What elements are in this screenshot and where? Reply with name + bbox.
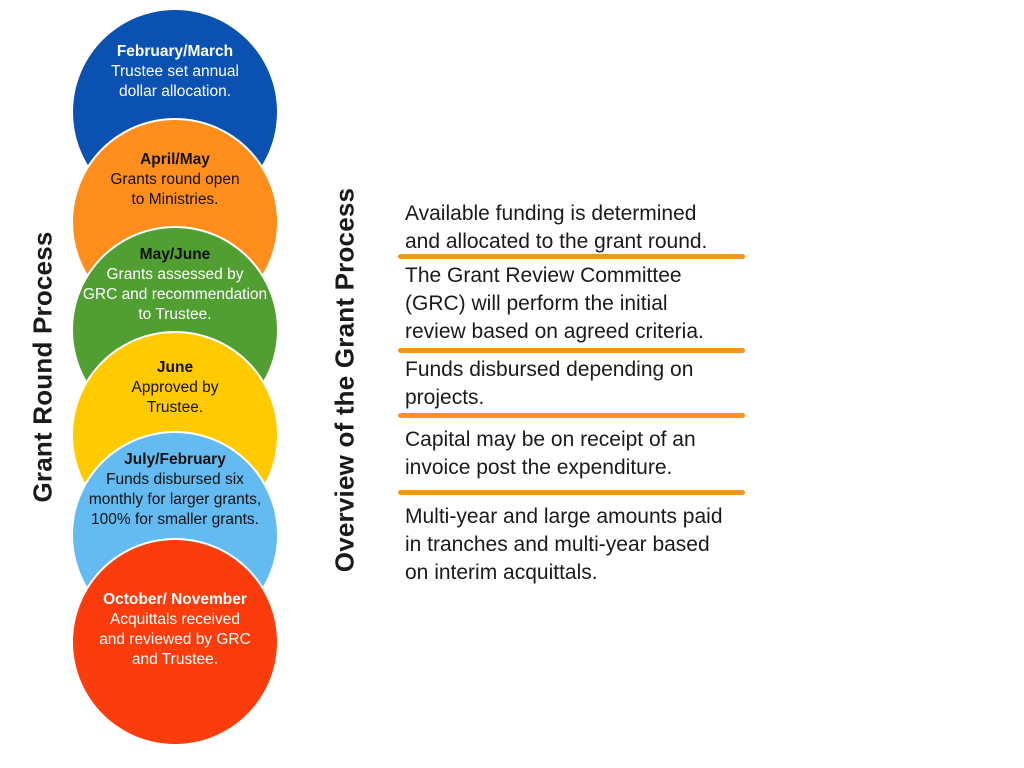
divider-line	[398, 413, 745, 418]
label-june: June Approved by Trustee.	[63, 358, 287, 418]
stage-description: Approved by Trustee.	[131, 379, 219, 416]
label-july-february: July/February Funds disbursed six monthl…	[63, 450, 287, 530]
divider-line	[398, 490, 745, 495]
label-may-june: May/June Grants assessed by GRC and reco…	[63, 245, 287, 325]
overview-item: Multi-year and large amounts paid in tra…	[405, 505, 723, 584]
grant-round-process-title: Grant Round Process	[27, 231, 58, 503]
stage-description: Funds disbursed six monthly for larger g…	[88, 471, 262, 528]
stage-month: February/March	[116, 43, 234, 60]
label-october-november: October/ November Acquittals received an…	[63, 590, 287, 670]
overview-item: The Grant Review Committee (GRC) will pe…	[405, 264, 704, 343]
stage-month: April/May	[140, 151, 210, 168]
stage-description: Grants round open to Ministries.	[110, 171, 240, 208]
divider-line	[398, 348, 745, 353]
overview-title: Overview of the Grant Process	[329, 187, 360, 573]
label-february-march: February/March Trustee set annual dollar…	[63, 42, 287, 102]
overview-item: Available funding is determined and allo…	[405, 202, 708, 253]
circle-october-november	[73, 540, 277, 744]
divider-line	[398, 254, 745, 259]
stage-month: October/ November	[103, 591, 247, 608]
label-april-may: April/May Grants round open to Ministrie…	[63, 150, 287, 210]
stage-description: Trustee set annual dollar allocation.	[111, 63, 239, 100]
overview-list: Available funding is determined and allo…	[398, 0, 750, 768]
overview-item: Funds disbursed depending on projects.	[405, 358, 694, 409]
stage-description: Acquittals received and reviewed by GRC …	[99, 611, 251, 668]
stage-month: June	[156, 359, 194, 376]
stage-description: Grants assessed by GRC and recommendatio…	[82, 266, 268, 323]
stage-month: May/June	[139, 246, 211, 263]
overview-item: Capital may be on receipt of an invoice …	[405, 428, 696, 479]
stage-month: July/February	[124, 451, 226, 468]
